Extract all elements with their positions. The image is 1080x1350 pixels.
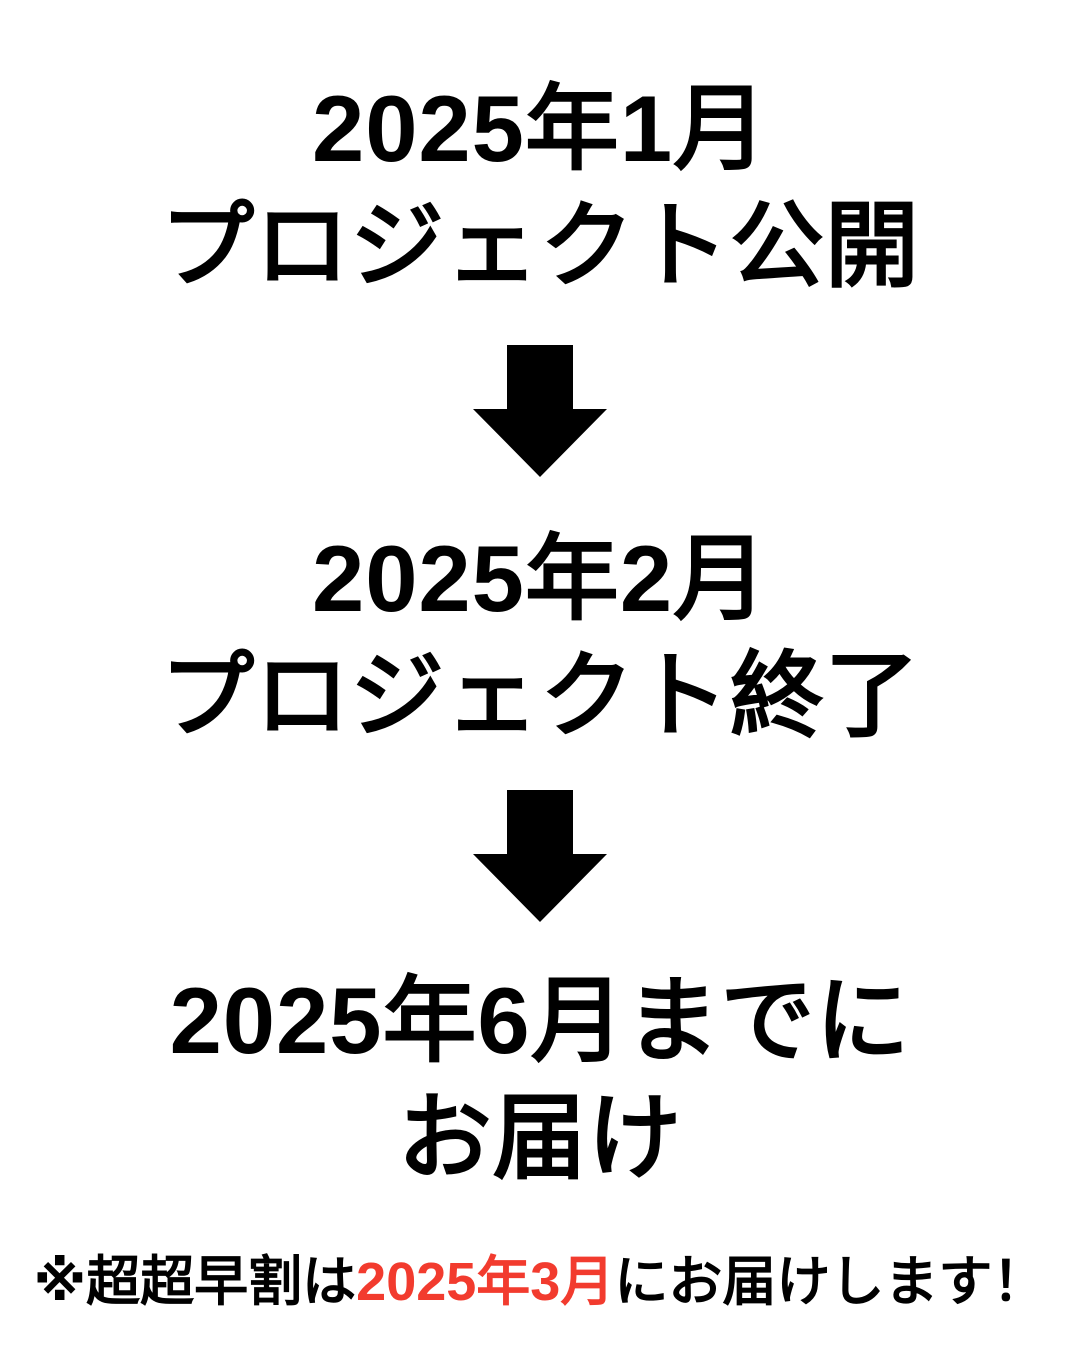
step-1-date: 2025年1月	[312, 76, 768, 181]
timeline-step-1: 2025年1月 プロジェクト公開	[0, 70, 1080, 304]
delivery-note: ※超超早割は2025年3月にお届けします！	[0, 1242, 1080, 1322]
step-2-date: 2025年2月	[312, 526, 768, 631]
note-suffix: にお届けします！	[614, 1252, 1047, 1312]
timeline-step-3: 2025年6月までに お届け	[0, 962, 1080, 1196]
timeline-step-2: 2025年2月 プロジェクト終了	[0, 520, 1080, 754]
step-3-label: お届け	[397, 1085, 683, 1190]
note-prefix: ※超超早割は	[33, 1252, 357, 1312]
step-2-label: プロジェクト終了	[160, 643, 920, 748]
step-1-label: プロジェクト公開	[160, 193, 920, 298]
down-arrow-icon	[0, 790, 1080, 927]
step-3-date: 2025年6月までに	[169, 968, 911, 1073]
note-highlight-date: 2025年3月	[356, 1252, 615, 1312]
down-arrow-icon	[0, 345, 1080, 482]
